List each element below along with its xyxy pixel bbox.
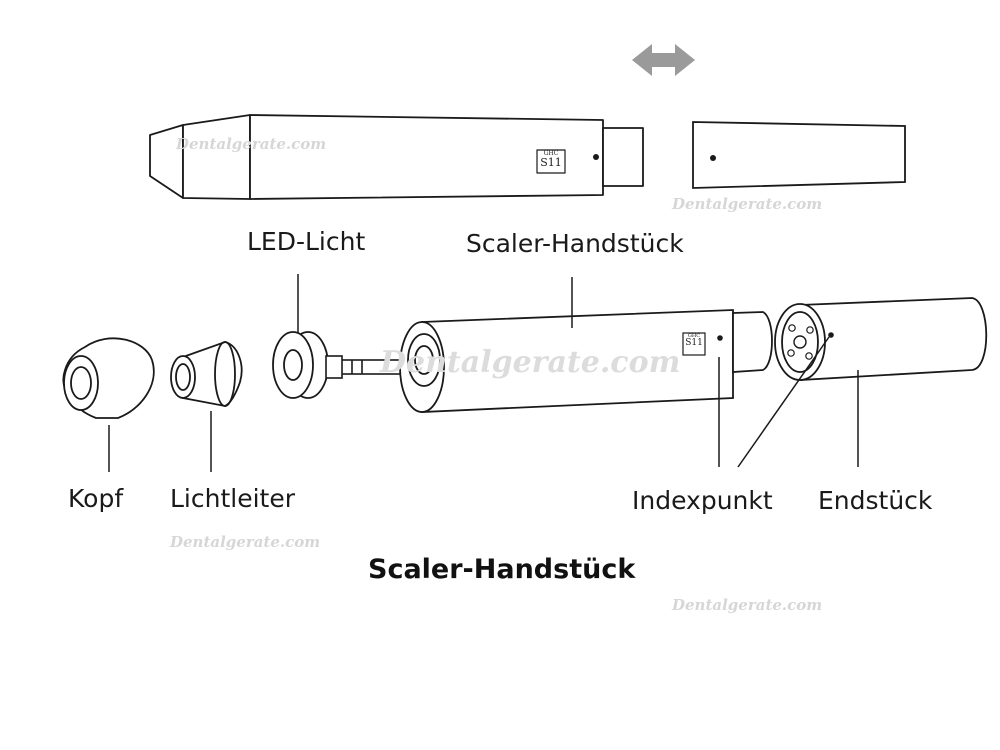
badge-line2-bottom: S11 [685, 338, 703, 348]
badge-line1-bottom: GHC [687, 333, 701, 339]
badge-line2: S11 [540, 156, 562, 169]
label-end-piece: Endstück [818, 486, 933, 515]
light-guide-part [170, 341, 243, 407]
leader-lines [108, 274, 859, 472]
label-index-point: Indexpunkt [632, 486, 773, 515]
insert-rod [325, 355, 411, 379]
top-end-piece [692, 121, 906, 189]
badge-line1: GHC [543, 150, 559, 157]
main-handpiece-body [399, 309, 734, 413]
watermark-1: Dentalgerate.com [176, 135, 327, 153]
watermark-5: Dentalgerate.com [672, 596, 823, 614]
led-light-part [272, 331, 329, 399]
watermark-2: Dentalgerate.com [672, 195, 823, 213]
bottom-badge-text: GHC S11 [683, 334, 705, 348]
diagram-title: Scaler-Handstück [368, 554, 636, 585]
label-head: Kopf [68, 484, 124, 513]
top-badge-text: GHC S11 [537, 150, 565, 169]
top-handpiece [149, 114, 644, 200]
label-led-light: LED-Licht [247, 227, 366, 256]
double-arrow-icon [632, 44, 695, 76]
head-part [62, 337, 155, 419]
label-handpiece: Scaler-Handstück [466, 229, 684, 258]
label-light-guide: Lichtleiter [170, 484, 295, 513]
watermark-4: Dentalgerate.com [170, 533, 321, 551]
watermark-3: Dentalgerate.com [380, 345, 681, 380]
connector-stub [732, 311, 773, 373]
